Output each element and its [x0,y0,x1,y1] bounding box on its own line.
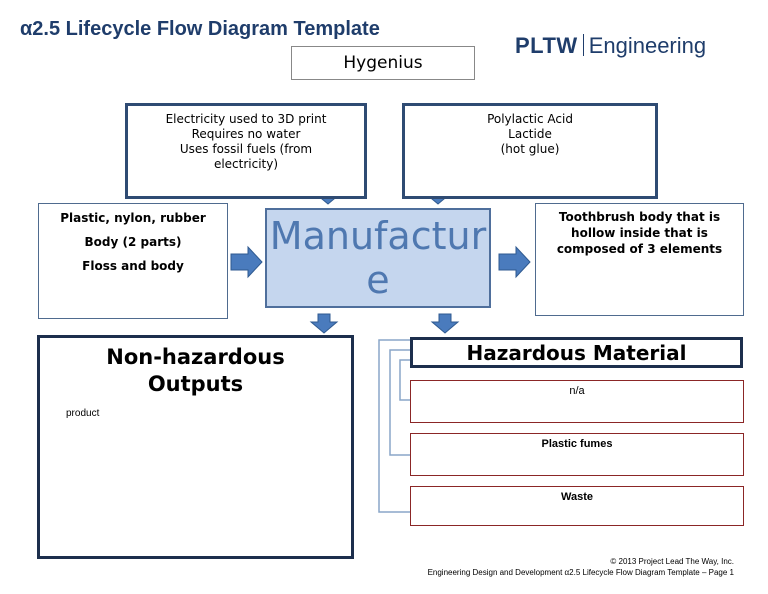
non-hazardous-title: Non-hazardous Outputs [40,338,351,398]
energy-line: Requires no water [191,127,301,141]
arrow-right-product [498,245,531,279]
input-line: Plastic, nylon, rubber [60,211,206,225]
non-hazardous-title-line2: Outputs [147,372,244,396]
arrow-right-inputs [230,245,263,279]
product-line: composed of 3 elements [556,242,723,256]
materials-input-box[interactable]: Polylactic Acid Lactide (hot glue) [402,103,658,199]
page-title: α2.5 Lifecycle Flow Diagram Template [20,18,380,40]
input-line: Floss and body [82,259,184,273]
hazard-bracket-mid [389,349,410,456]
energy-line: Electricity used to 3D print [165,112,327,126]
materials-line: (hot glue) [500,142,560,156]
non-hazardous-item: product [66,408,100,419]
arrow-down-hazardous [430,313,460,334]
project-name-box[interactable]: Hygenius [291,46,475,80]
logo-brand: PLTW [515,33,578,58]
logo-suffix: Engineering [588,33,707,58]
hazardous-item[interactable]: n/a [410,380,744,423]
hazardous-material-title[interactable]: Hazardous Material [410,337,743,368]
pltw-logo: PLTW Engineering [515,33,706,59]
copyright-text: © 2013 Project Lead The Way, Inc. [610,557,734,566]
logo-divider [582,34,584,56]
process-label-line1: Manufactur [269,214,487,258]
product-line: Toothbrush body that is [558,210,721,224]
product-output-box[interactable]: Toothbrush body that is hollow inside th… [535,203,744,316]
hazardous-item[interactable]: Plastic fumes [410,433,744,476]
energy-input-box[interactable]: Electricity used to 3D print Requires no… [125,103,367,199]
non-hazardous-title-line1: Non-hazardous [106,345,285,369]
non-hazardous-outputs-box[interactable]: Non-hazardous Outputs product [37,335,354,559]
process-label-line2: e [366,258,390,302]
materials-line: Polylactic Acid [487,112,573,126]
product-line: hollow inside that is [571,226,708,240]
energy-line: Uses fossil fuels (from [179,142,313,156]
materials-line: Lactide [508,127,552,141]
arrow-down-nonhazardous [309,313,339,334]
raw-inputs-box[interactable]: Plastic, nylon, rubber Body (2 parts) Fl… [38,203,228,319]
hazardous-item[interactable]: Waste [410,486,744,526]
page-footer: Engineering Design and Development α2.5 … [427,568,734,577]
manufacture-process-box[interactable]: Manufactur e [265,208,491,308]
input-line: Body (2 parts) [84,235,182,249]
hazard-bracket-outer [378,339,410,513]
energy-line: electricity) [213,157,279,171]
hazard-bracket-inner [399,359,410,401]
